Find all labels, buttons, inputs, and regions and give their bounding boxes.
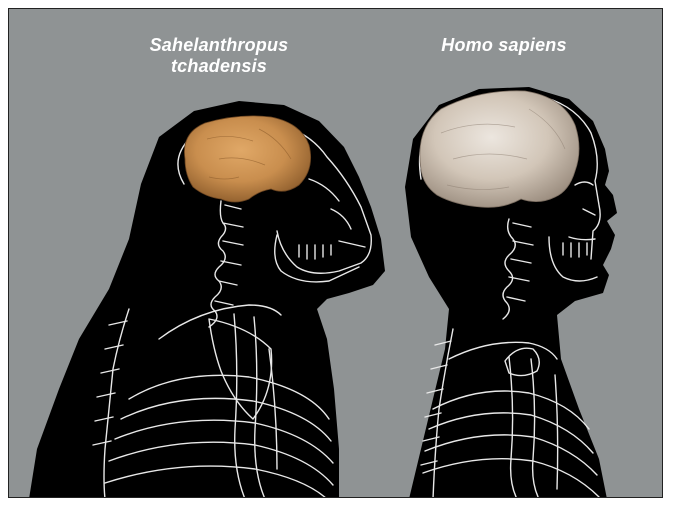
label-sahelanthropus: Sahelanthropus tchadensis: [129, 35, 309, 77]
sahelanthropus-cranium: [184, 116, 310, 202]
label-homo-sapiens-text: Homo sapiens: [414, 35, 594, 56]
comparison-illustration: [9, 9, 663, 498]
label-homo-sapiens: Homo sapiens: [414, 35, 594, 56]
label-sahelanthropus-line2: tchadensis: [129, 56, 309, 77]
figure-frame: Sahelanthropus tchadensis Homo sapiens: [8, 8, 663, 498]
homo-sapiens-cranium: [420, 91, 579, 208]
label-sahelanthropus-line1: Sahelanthropus: [129, 35, 309, 56]
